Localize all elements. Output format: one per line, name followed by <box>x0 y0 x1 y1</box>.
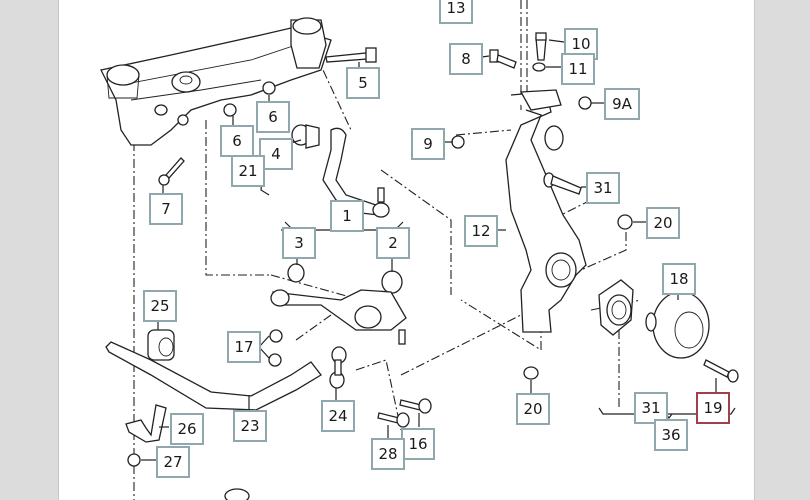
bolt-19 <box>703 359 739 383</box>
callout-8[interactable]: 8 <box>449 43 483 75</box>
left-margin-panel <box>0 0 57 500</box>
wheel-bearing <box>598 279 634 336</box>
nut-9 <box>451 135 465 149</box>
nut-17a <box>269 329 283 343</box>
callout-19-selected[interactable]: 19 <box>696 392 730 424</box>
nut-27 <box>127 453 141 467</box>
partial-bushing-bottom <box>224 488 250 500</box>
callout-26[interactable]: 26 <box>170 413 204 445</box>
lower-arm <box>270 263 407 345</box>
callout-3[interactable]: 3 <box>282 227 316 259</box>
bushing-3 <box>287 263 305 283</box>
centerline-upper-arm <box>380 169 452 295</box>
callout-5[interactable]: 5 <box>346 67 380 99</box>
callout-1[interactable]: 1 <box>330 200 364 232</box>
nut-17b <box>268 353 282 367</box>
callout-31-knuckle[interactable]: 31 <box>586 172 620 204</box>
coupling-link-24 <box>329 346 347 389</box>
steering-knuckle <box>505 89 587 333</box>
bolt-28 <box>377 412 410 428</box>
callout-9[interactable]: 9 <box>411 128 445 160</box>
callout-11[interactable]: 11 <box>561 53 595 85</box>
callout-7[interactable]: 7 <box>149 193 183 225</box>
callout-2[interactable]: 2 <box>376 227 410 259</box>
nut-20-top <box>617 214 633 230</box>
callout-25[interactable]: 25 <box>143 290 177 322</box>
centerline-nut17 <box>295 314 332 341</box>
callout-12[interactable]: 12 <box>464 215 498 247</box>
bolt-10 <box>535 32 547 61</box>
callout-6-right[interactable]: 6 <box>256 101 290 133</box>
callout-18[interactable]: 18 <box>662 263 696 295</box>
nut-6b <box>262 81 276 95</box>
callout-16[interactable]: 16 <box>401 428 435 460</box>
callout-20-top[interactable]: 20 <box>646 207 680 239</box>
callout-6-left[interactable]: 6 <box>220 125 254 157</box>
bushing-25 <box>147 329 175 361</box>
diagram-canvas: 13 10 8 11 5 9A 6 6 9 4 21 31 7 1 20 12 … <box>58 0 755 500</box>
callout-28[interactable]: 28 <box>371 438 405 470</box>
callout-9A[interactable]: 9A <box>604 88 640 120</box>
centerline-lower-arm-left <box>270 274 362 301</box>
bolt-31-knuckle <box>543 172 582 195</box>
bolt-16 <box>399 398 432 414</box>
bolt-7 <box>158 157 185 186</box>
nut-9A <box>578 96 592 110</box>
centerline-nut20 <box>580 232 627 271</box>
callout-36[interactable]: 36 <box>654 419 688 451</box>
nut-20-bottom <box>523 366 539 380</box>
centerline-nut9 <box>455 129 512 136</box>
nut-6a <box>223 103 237 117</box>
bolt-8 <box>489 49 517 69</box>
subframe <box>100 17 332 146</box>
callout-21[interactable]: 21 <box>231 155 265 187</box>
callout-17[interactable]: 17 <box>227 331 261 363</box>
bracket-26 <box>125 404 167 443</box>
callout-20-bottom[interactable]: 20 <box>516 393 550 425</box>
callout-27[interactable]: 27 <box>156 446 190 478</box>
right-margin-panel <box>754 0 810 500</box>
centerline-subframe <box>205 120 271 276</box>
front-mount-bushing <box>106 64 140 86</box>
wheel-hub <box>645 291 710 359</box>
callout-24[interactable]: 24 <box>321 400 355 432</box>
parts-drawing <box>100 0 739 500</box>
callout-23[interactable]: 23 <box>233 410 267 442</box>
callout-31-bearing[interactable]: 31 <box>634 392 668 424</box>
washer-11 <box>532 62 546 72</box>
bushing-2 <box>381 270 403 294</box>
bolt-5 <box>325 47 377 63</box>
ball-joint <box>544 125 564 151</box>
anti-roll-bar <box>105 341 322 411</box>
callout-13[interactable]: 13 <box>439 0 473 24</box>
